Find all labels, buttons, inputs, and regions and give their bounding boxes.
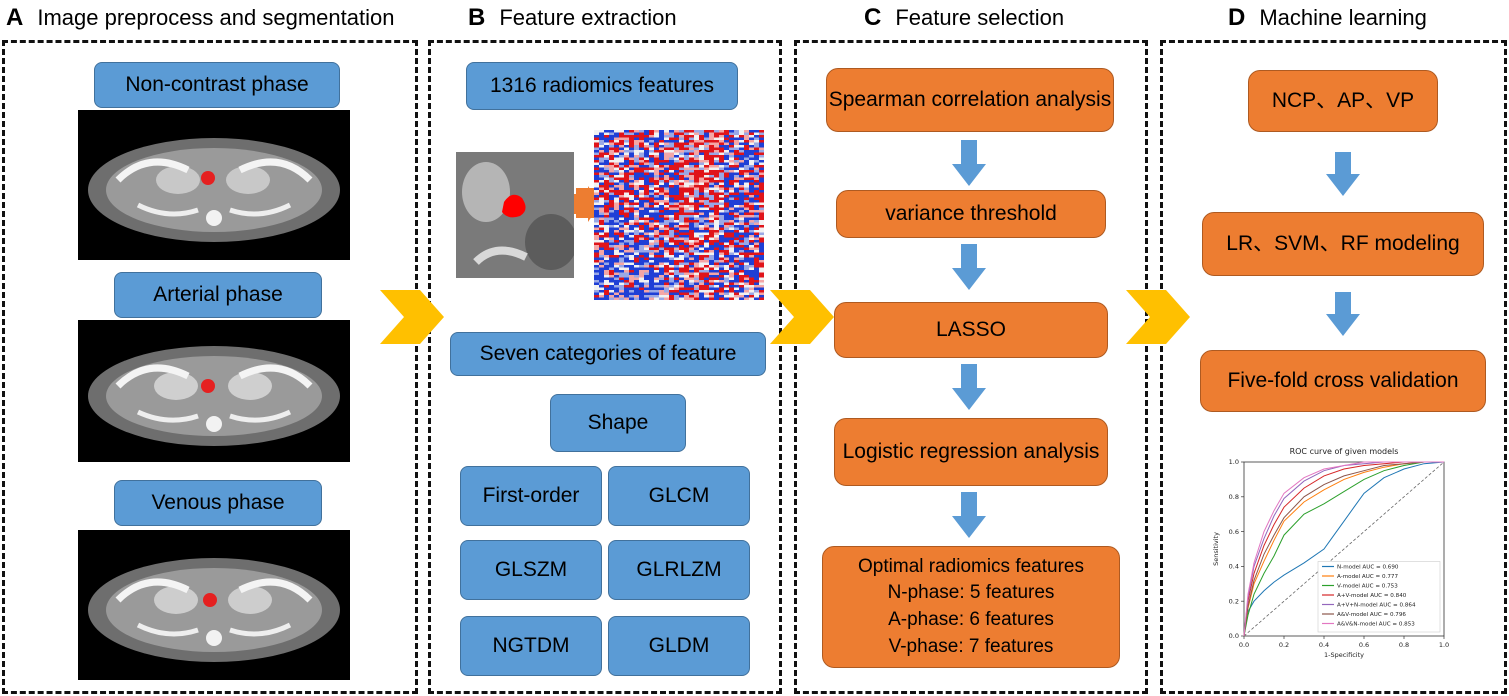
- optimal-features-a-phase: A-phase: 6 features: [888, 609, 1054, 630]
- legend-entry-2: V-model AUC = 0.753: [1337, 584, 1398, 590]
- step-logistic-regression: Logistic regression analysis: [834, 418, 1108, 486]
- roc-series-line-6: [1243, 461, 1444, 637]
- down-arrow-icon: [952, 492, 986, 538]
- y-tick-label: 0.6: [1229, 528, 1239, 536]
- down-arrow-icon: [952, 364, 986, 410]
- legend-entry-4: A+V+N-model AUC = 0.864: [1337, 603, 1416, 609]
- roc-series-line-3: [1243, 461, 1444, 637]
- category-glszm: GLSZM: [460, 540, 602, 600]
- validation-box: Five-fold cross validation: [1200, 350, 1486, 412]
- phase-label-venous: Venous phase: [114, 480, 322, 526]
- tumor-roi-thumbnail: [456, 152, 574, 278]
- panel-c: [794, 40, 1148, 694]
- feature-heatmap: [594, 130, 764, 300]
- chevron-ab: [380, 290, 444, 344]
- chance-diagonal: [1243, 461, 1445, 637]
- category-gldm: GLDM: [608, 616, 750, 676]
- roc-title: ROC curve of given models: [1290, 447, 1399, 456]
- step-lasso: LASSO: [834, 302, 1108, 358]
- ct-image-non-contrast: [78, 110, 350, 260]
- x-tick-label: 0.2: [1279, 641, 1289, 649]
- optimal-features-n-phase: N-phase: 5 features: [887, 582, 1055, 604]
- legend-entry-6: A&V&N-model AUC = 0.853: [1337, 622, 1415, 628]
- roc-legend: [1317, 561, 1441, 633]
- y-tick-label: 0.4: [1229, 563, 1239, 571]
- panel-a: [2, 40, 418, 694]
- x-axis-label: 1-Specificity: [1324, 651, 1364, 659]
- ct-image-arterial: [78, 320, 350, 462]
- category-ngtdm: NGTDM: [460, 616, 602, 676]
- y-tick-label: 0.8: [1229, 493, 1239, 501]
- categories-title-box: Seven categories of feature: [450, 332, 766, 376]
- chevron-bc: [770, 290, 834, 344]
- category-first-order: First-order: [460, 466, 602, 526]
- optimal-features-v-phase: V-phase: 7 features: [888, 635, 1054, 657]
- modeling-box: LR、SVM、RF modeling: [1202, 212, 1484, 276]
- ct-image-venous: [78, 530, 350, 680]
- panel-d: [1160, 40, 1507, 694]
- x-tick-label: 0.6: [1359, 641, 1369, 649]
- chevron-cd: [1126, 290, 1190, 344]
- phases-box: NCP、AP、VP: [1248, 70, 1438, 132]
- down-arrow-icon: [1326, 292, 1360, 336]
- roc-series-line-2: [1243, 461, 1444, 637]
- x-tick-label: 0.0: [1239, 641, 1249, 649]
- roc-chart: ROC curve of given models 0.0 0.2 0.4 0.6 0.8…: [1206, 440, 1472, 672]
- y-tick-label: 0.0: [1229, 632, 1239, 640]
- phase-label-arterial: Arterial phase: [114, 272, 322, 318]
- x-tick-label: 1.0: [1439, 641, 1449, 649]
- legend-entry-5: A&V-model AUC = 0.796: [1337, 612, 1406, 618]
- legend-entry-3: A+V-model AUC = 0.840: [1337, 593, 1407, 599]
- y-tick-label: 1.0: [1229, 458, 1239, 466]
- roc-series-line-0: [1243, 461, 1445, 637]
- roc-series-line-5: [1243, 461, 1444, 637]
- category-glrlzm: GLRLZM: [608, 540, 750, 600]
- feature-count-box: 1316 radiomics features: [466, 62, 738, 110]
- legend-entry-1: A-model AUC = 0.777: [1337, 574, 1398, 580]
- x-tick-label: 0.4: [1319, 641, 1329, 649]
- x-tick-label: 0.8: [1399, 641, 1409, 649]
- step-variance-threshold: variance threshold: [836, 190, 1106, 238]
- category-glcm: GLCM: [608, 466, 750, 526]
- y-axis-label: Sensitivity: [1212, 532, 1220, 566]
- down-arrow-icon: [1326, 152, 1360, 196]
- panel-b: [428, 40, 782, 694]
- down-arrow-icon: [952, 140, 986, 186]
- right-arrow-icon: [574, 186, 600, 222]
- down-arrow-icon: [952, 244, 986, 290]
- optimal-features-title: Optimal radiomics features: [858, 555, 1084, 577]
- category-shape: Shape: [550, 394, 686, 452]
- legend-entry-0: N-model AUC = 0.690: [1337, 565, 1399, 571]
- y-tick-label: 0.2: [1229, 597, 1239, 605]
- step-spearman: Spearman correlation analysis: [826, 68, 1114, 132]
- phase-label-non-contrast: Non-contrast phase: [94, 62, 340, 108]
- optimal-features-box: Optimal radiomics features N-phase: 5 fe…: [822, 546, 1120, 668]
